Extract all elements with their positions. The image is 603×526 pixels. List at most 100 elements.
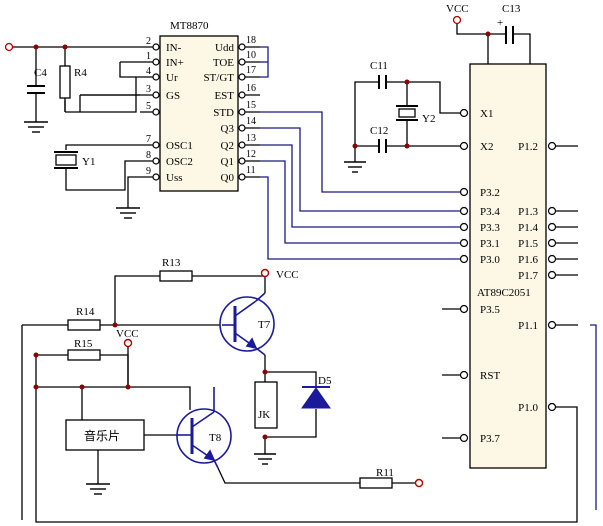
mt8870-pin-num: 15	[246, 100, 256, 111]
at89-pin-p12: P1.2	[518, 141, 538, 153]
at89-pin-p11: P1.1	[518, 320, 538, 332]
vcc-r15-terminal[interactable]	[123, 338, 133, 348]
at89-pin-p35: P3.5	[480, 304, 500, 316]
at89-pin-p33: P3.3	[480, 222, 500, 234]
c13-label: C13	[502, 3, 521, 15]
junction-dot	[262, 434, 268, 440]
mt8870-pin-num: 5	[146, 101, 151, 112]
mt8870-pin-num: 10	[246, 50, 256, 61]
r13-label: R13	[162, 257, 181, 269]
vcc-t7-label: VCC	[276, 269, 299, 281]
crystal-y1	[54, 144, 140, 191]
at89-pin-x2: X2	[480, 141, 493, 153]
uss-ground	[116, 176, 140, 219]
mt8870-pin-name: Udd	[215, 42, 234, 54]
junction-dot	[262, 369, 268, 375]
junction-dot	[125, 384, 131, 390]
at89c2051-title: AT89C2051	[477, 287, 531, 299]
vcc-t7-terminal[interactable]	[260, 268, 270, 278]
at89-pin-p32: P3.2	[480, 187, 500, 199]
transistor-t7	[219, 292, 275, 356]
input-terminal[interactable]	[4, 42, 14, 52]
junction-dot	[485, 31, 491, 37]
mt8870-pin-num: 4	[146, 66, 151, 77]
vcc-c13	[452, 15, 531, 64]
at89-pin-p15: P1.5	[518, 238, 538, 250]
junction-dot	[404, 79, 410, 85]
r14-label: R14	[76, 306, 95, 318]
at89c2051-chip: AT89C2051	[442, 63, 578, 469]
r11-terminal[interactable]	[414, 478, 424, 488]
mt8870-pin-name: IN-	[166, 42, 182, 54]
at89-pin-p31: P3.1	[480, 238, 500, 250]
mt8870-pin-name: Q3	[221, 123, 235, 135]
y2-label: Y2	[422, 113, 435, 125]
vcc-terminal[interactable]	[452, 15, 462, 25]
mt8870-pin-num: 11	[246, 165, 256, 176]
mt8870-pin-name: TOE	[213, 57, 234, 69]
at89-pin-p13: P1.3	[518, 206, 538, 218]
junction-dot	[33, 352, 39, 358]
t7-label: T7	[258, 319, 271, 331]
p11-wire	[590, 324, 597, 510]
d5-label: D5	[318, 375, 332, 387]
vcc-top-label: VCC	[446, 3, 469, 15]
relay-jk	[254, 381, 278, 429]
mt8870-pin-num: 18	[246, 35, 256, 46]
t8-label: T8	[209, 432, 222, 444]
mt8870-pin-name: STD	[213, 107, 234, 119]
mt8870-pin-num: 2	[146, 36, 151, 47]
mt8870-title: MT8870	[170, 20, 209, 32]
at89-pin-x1: X1	[480, 108, 493, 120]
mt8870-chip: MT8870 2 1 4 3 5 7	[140, 20, 260, 192]
mt8870-pin-name: Q1	[221, 156, 234, 168]
r11-label: R11	[376, 467, 394, 479]
relay-ground	[254, 453, 276, 465]
mt8870-pin-num: 8	[146, 150, 151, 161]
c12-label: C12	[370, 125, 388, 137]
mt8870-pin-num: 14	[246, 116, 256, 127]
at89-pin-p16: P1.6	[518, 254, 538, 266]
at89-pin-p17: P1.7	[518, 270, 538, 282]
mt8870-pin-num: 13	[246, 133, 256, 144]
at89-pin-rst: RST	[480, 370, 500, 382]
music-chip-label: 音乐片	[84, 428, 120, 443]
at89-pin-p30: P3.0	[480, 254, 500, 266]
c13-plus: +	[497, 17, 503, 29]
mt8870-pin-name: OSC1	[166, 140, 193, 152]
y1-label: Y1	[82, 156, 95, 168]
vcc-r15-label: VCC	[116, 328, 139, 340]
junction-dot	[62, 44, 68, 50]
mt8870-pin-num: 3	[146, 84, 151, 95]
mt8870-pin-name: IN+	[166, 57, 184, 69]
mt8870-pin-num: 16	[246, 83, 256, 94]
junction-dot	[33, 384, 39, 390]
mt8870-pin-num: 7	[146, 134, 151, 145]
at89-pin-p10: P1.0	[518, 402, 538, 414]
diode-d5	[301, 386, 331, 409]
junction-dot	[79, 384, 85, 390]
mt8870-pin-num: 12	[246, 149, 256, 160]
jk-label: JK	[258, 409, 270, 421]
mt8870-to-mcu-wires	[260, 46, 460, 260]
ground-symbol	[24, 121, 48, 133]
clock-section	[344, 75, 460, 173]
mt8870-pin-name: Uss	[166, 172, 183, 184]
c11-label: C11	[370, 60, 388, 72]
mt8870-pin-num: 1	[146, 51, 151, 62]
at89-pin-p14: P1.4	[518, 222, 538, 234]
junction-dot	[33, 44, 39, 50]
input-section	[4, 42, 140, 122]
mt8870-pin-name: Ur	[166, 72, 178, 84]
junction-dot	[112, 322, 118, 328]
at89-pin-p34: P3.4	[480, 206, 500, 218]
mt8870-pin-name: GS	[166, 90, 180, 102]
driver-wires	[21, 270, 578, 523]
mt8870-pin-name: ST/GT	[203, 72, 234, 84]
mt8870-pin-name: OSC2	[166, 156, 193, 168]
mt8870-pin-name: EST	[214, 90, 234, 102]
junction-dot	[352, 143, 358, 149]
music-ground	[86, 483, 110, 495]
mt8870-pin-name: Q0	[221, 172, 235, 184]
